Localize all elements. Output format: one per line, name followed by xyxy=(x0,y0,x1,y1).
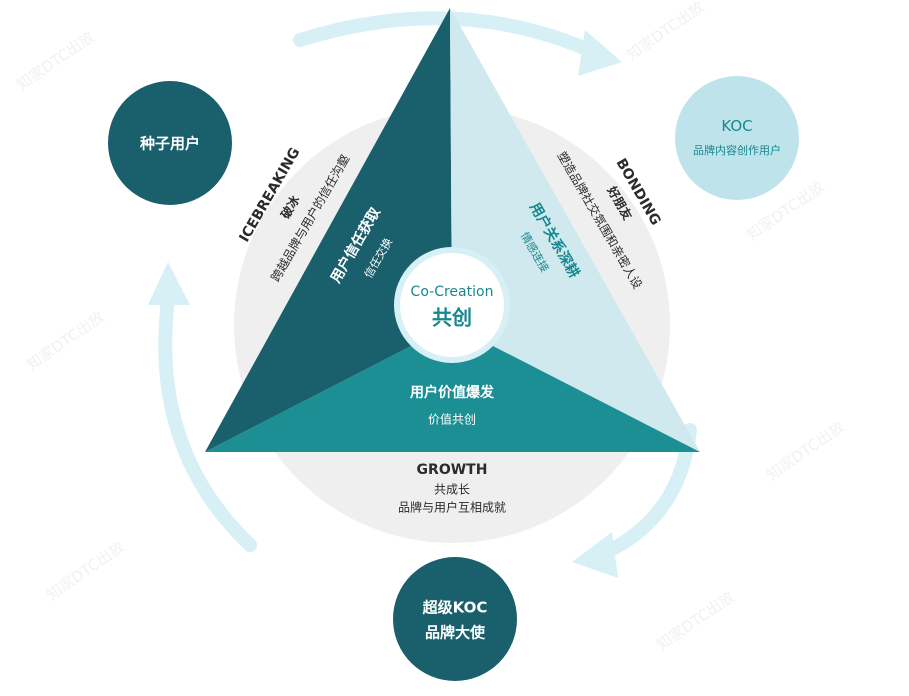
right-triangle-wedge xyxy=(450,8,700,452)
seed-user-node xyxy=(108,81,232,205)
super-koc-line1: 超级KOC xyxy=(422,598,488,617)
bottom-triangle-sub: 价值共创 xyxy=(427,412,477,427)
bottom-triangle-title: 用户价值爆发 xyxy=(410,385,494,401)
bottom-panel-subtitle: 共成长 xyxy=(433,482,471,497)
center-label-cn: 共创 xyxy=(432,305,472,330)
koc-title: KOC xyxy=(721,117,753,135)
super-koc-line2: 品牌大使 xyxy=(424,623,486,642)
bottom-panel-title: GROWTH xyxy=(416,462,488,478)
cycle-arrowhead-top xyxy=(578,30,622,76)
cycle-arrowhead-left xyxy=(148,262,190,305)
seed-user-label: 种子用户 xyxy=(139,134,201,153)
center-disc xyxy=(394,247,510,363)
center-label-en: Co-Creation xyxy=(410,284,494,300)
cycle-arc-left xyxy=(158,293,257,552)
super-koc-node xyxy=(393,557,517,681)
cycle-arrowhead-right xyxy=(572,532,618,578)
bottom-panel-desc: 品牌与用户互相成就 xyxy=(397,500,507,515)
left-triangle-wedge xyxy=(205,8,452,452)
koc-node xyxy=(675,76,799,200)
koc-sub: 品牌内容创作用户 xyxy=(693,144,781,157)
bottom-triangle-wedge xyxy=(205,325,700,452)
